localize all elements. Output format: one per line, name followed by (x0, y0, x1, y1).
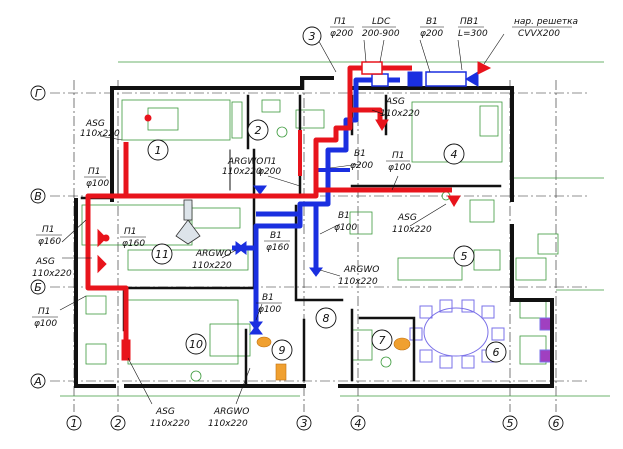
label-p1-dia: φ200 (330, 29, 353, 39)
label-pv1: ПВ1 (460, 17, 479, 27)
sanitary-fixtures (256, 336, 411, 381)
annotation-p1-dia: φ100 (34, 319, 57, 329)
annotation-p1-dia: φ100 (86, 179, 109, 189)
room-number: 3 (309, 30, 316, 43)
annotation-b1: В1 (354, 149, 366, 159)
annotation-p1: П1 (264, 157, 277, 167)
annotation-argwo-size: 110x220 (192, 261, 232, 271)
annotation-p1: П1 (38, 307, 51, 317)
axis-row-label: Б (34, 281, 42, 294)
dining-table (409, 299, 553, 369)
annotation-p1: П1 (88, 167, 101, 177)
axis-column-label: 3 (301, 417, 308, 430)
annotation-argwo: ARGWO (213, 407, 249, 417)
annotation-argwo: ARGWO (195, 249, 231, 259)
axis-column-label: 5 (507, 417, 514, 430)
walls (74, 76, 554, 388)
exhaust-duct (232, 77, 400, 330)
annotation-asg: ASG (35, 257, 55, 267)
axis-column-label: 6 (553, 417, 560, 430)
label-grille-model: CVVX200 (518, 29, 560, 39)
annotation-p1-dia: φ200 (258, 167, 281, 177)
axis-column-label: 4 (355, 417, 362, 430)
label-b1-dia: φ200 (420, 29, 443, 39)
annotation-b1-dia: φ100 (334, 223, 357, 233)
row-axis-markers: Г В Б А (30, 85, 46, 389)
axis-row-label: Г (35, 87, 42, 100)
annotation-argwo-size: 110x220 (222, 167, 262, 177)
annotation-b1-dia: φ100 (258, 305, 281, 315)
axis-column-label: 1 (71, 417, 78, 430)
room-number: 7 (379, 334, 386, 347)
annotation-asg-size: 110x220 (392, 225, 432, 235)
leader-lines (59, 33, 505, 405)
annotation-asg-size: 110x220 (32, 269, 72, 279)
annotation-argwo: ARGWO (343, 265, 379, 275)
room-number: 1 (155, 144, 162, 157)
annotation-b1-dia: φ160 (266, 243, 289, 253)
top-labels: П1 φ200 LDC 200-900 В1 φ200 ПВ1 L=300 на… (330, 17, 578, 39)
room-number: 6 (493, 346, 500, 359)
room-number: 9 (279, 344, 286, 357)
room-number: 10 (189, 338, 203, 351)
supply-equipment (97, 61, 492, 361)
room-number: 4 (451, 148, 458, 161)
plan-annotations: ASG 110x220 П1 φ100 ASG 110x220 П1 φ200 … (32, 97, 432, 429)
annotation-asg: ASG (397, 213, 417, 223)
column-axis-markers: 1 2 3 4 5 6 (66, 415, 564, 431)
annotation-asg: ASG (385, 97, 405, 107)
annotation-p1-dia: φ160 (122, 239, 145, 249)
annotation-asg-size: 110x220 (150, 419, 190, 429)
annotation-argwo-size: 110x220 (338, 277, 378, 287)
label-grille: нар. решетка (514, 17, 578, 27)
annotation-b1-dia: φ200 (350, 161, 373, 171)
annotation-b1: В1 (262, 293, 274, 303)
label-pv1-len: L=300 (458, 29, 488, 39)
annotation-asg: ASG (85, 119, 105, 129)
ceiling-diffuser (175, 199, 201, 245)
annotation-p1-dia: φ100 (388, 163, 411, 173)
room-markers: 1 2 3 4 5 6 7 8 9 10 11 (147, 26, 507, 363)
annotation-b1: В1 (270, 231, 282, 241)
site-lines (60, 61, 610, 397)
room-number: 5 (461, 250, 468, 263)
room-number: 11 (155, 248, 169, 261)
label-b1: В1 (426, 17, 438, 27)
annotation-asg-size: 110x220 (80, 129, 120, 139)
axis-column-label: 2 (115, 417, 122, 430)
label-ldc-size: 200-900 (362, 29, 400, 39)
annotation-p1: П1 (124, 227, 137, 237)
annotation-b1: В1 (338, 211, 350, 221)
room-number: 8 (323, 312, 330, 325)
axis-row-label: В (34, 190, 42, 203)
annotation-argwo-size: 110x220 (208, 419, 248, 429)
axis-row-label: А (33, 375, 42, 388)
annotation-asg-size: 110x220 (380, 109, 420, 119)
supply-duct (85, 65, 452, 356)
label-ldc: LDC (372, 17, 391, 27)
annotation-asg: ASG (155, 407, 175, 417)
room-number: 2 (255, 124, 262, 137)
label-p1: П1 (334, 17, 347, 27)
annotation-p1: П1 (42, 225, 55, 235)
annotation-p1-dia: φ160 (38, 237, 61, 247)
annotation-argwo: ARGWO (227, 157, 263, 167)
annotation-p1: П1 (392, 151, 405, 161)
